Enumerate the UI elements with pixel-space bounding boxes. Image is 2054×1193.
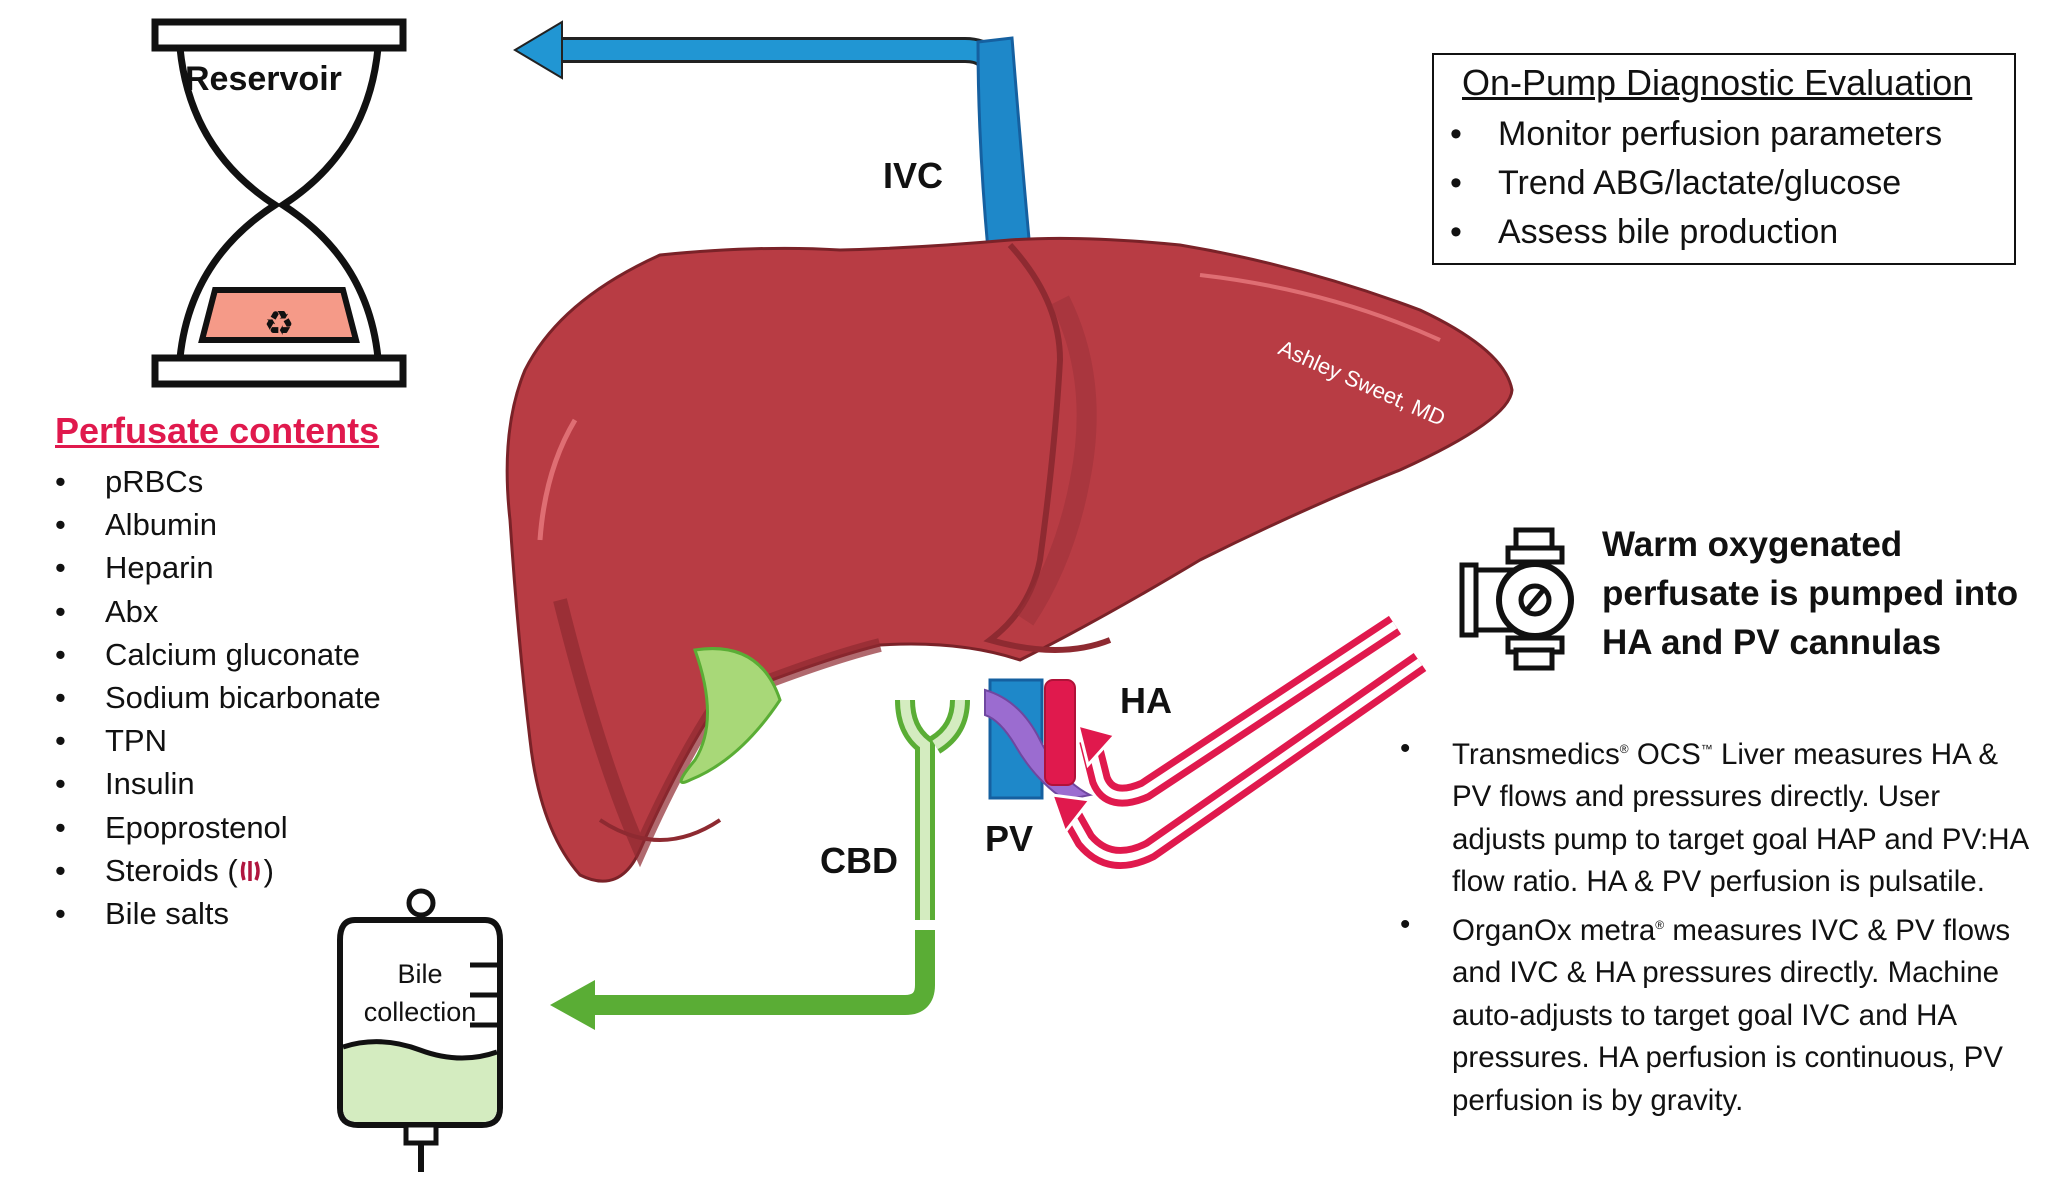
diagnostic-list: Monitor perfusion parameters Trend ABG/l…: [1450, 110, 1942, 257]
gallbladder: [679, 647, 782, 784]
organox-text: measures IVC & PV flows and IVC & HA pre…: [1452, 913, 2011, 1117]
perfusate-item: Albumin: [55, 503, 381, 546]
ha-vessel: [1044, 679, 1076, 786]
perfusate-item: Abx: [55, 590, 381, 633]
pv-inflow-arrow: [1049, 652, 1427, 869]
ivc-return-arrow: [513, 20, 1008, 138]
perfusate-item: Bile salts: [55, 892, 381, 935]
perfusate-item: pRBCs: [55, 460, 381, 503]
diagnostic-item: Assess bile production: [1450, 208, 1942, 257]
reservoir-label: Reservoir: [185, 60, 342, 98]
perfusate-title: Perfusate contents: [55, 410, 380, 451]
bile-collection-label: Bile collection: [345, 955, 495, 1031]
perfusate-list: pRBCs Albumin Heparin Abx Calcium glucon…: [55, 460, 381, 935]
ocs-product: OCS: [1636, 737, 1701, 771]
pump-description: Warm oxygenated perfusate is pumped into…: [1602, 525, 2019, 662]
perfusate-item: Insulin: [55, 762, 381, 805]
perfusate-item: Sodium bicarbonate: [55, 676, 381, 719]
bile-bag: [337, 888, 503, 1172]
diagnostic-box: [1432, 53, 2016, 265]
ocs-reg-mark: ®: [1619, 742, 1629, 756]
ivc-label: IVC: [883, 155, 944, 196]
ocs-tm-mark: ™: [1700, 742, 1713, 756]
organox-reg-mark: ®: [1655, 917, 1665, 932]
perfusate-item: Calcium gluconate: [55, 633, 381, 676]
perfusate-item: Heparin: [55, 546, 381, 589]
ocs-text: Liver measures HA & PV flows and pressur…: [1452, 737, 2028, 899]
bile-arrow: [550, 930, 935, 1030]
diagnostic-item: Monitor perfusion parameters: [1450, 110, 1942, 159]
diagnostic-title: On-Pump Diagnostic Evaluation: [1462, 62, 1973, 103]
perfusate-item: TPN: [55, 719, 381, 762]
device-list: Transmedics® OCS™ Liver measures HA & PV…: [1400, 728, 2040, 1122]
bag-label-line2: collection: [363, 997, 477, 1027]
liver: [505, 236, 1514, 883]
pump-icon: [1459, 527, 1574, 671]
perfusate-item: Epoprostenol: [55, 806, 381, 849]
bag-label-line1: Bile: [397, 959, 443, 989]
recycle-icon: ♻: [264, 304, 294, 344]
device-item-organox: OrganOx metra® measures IVC & PV flows a…: [1400, 904, 2040, 1122]
diagnostic-item: Trend ABG/lactate/glucose: [1450, 159, 1942, 208]
pv-label: PV: [985, 818, 1034, 859]
ocs-brand: Transmedics: [1452, 737, 1620, 771]
organox-brand: OrganOx metra: [1452, 913, 1656, 947]
perfusate-item-text: Steroids (: [105, 852, 238, 888]
cbd-label: CBD: [820, 840, 898, 881]
ha-inflow-arrow: [1075, 615, 1402, 807]
kidney-icon: [240, 860, 260, 881]
reservoir-hourglass: ♻: [151, 18, 407, 388]
cbd-tube: [895, 699, 970, 920]
ha-label: HA: [1120, 680, 1172, 721]
device-item-ocs: Transmedics® OCS™ Liver measures HA & PV…: [1400, 728, 2040, 904]
perfusate-item-close: ): [263, 852, 274, 888]
perfusate-item: Steroids (): [55, 849, 381, 892]
